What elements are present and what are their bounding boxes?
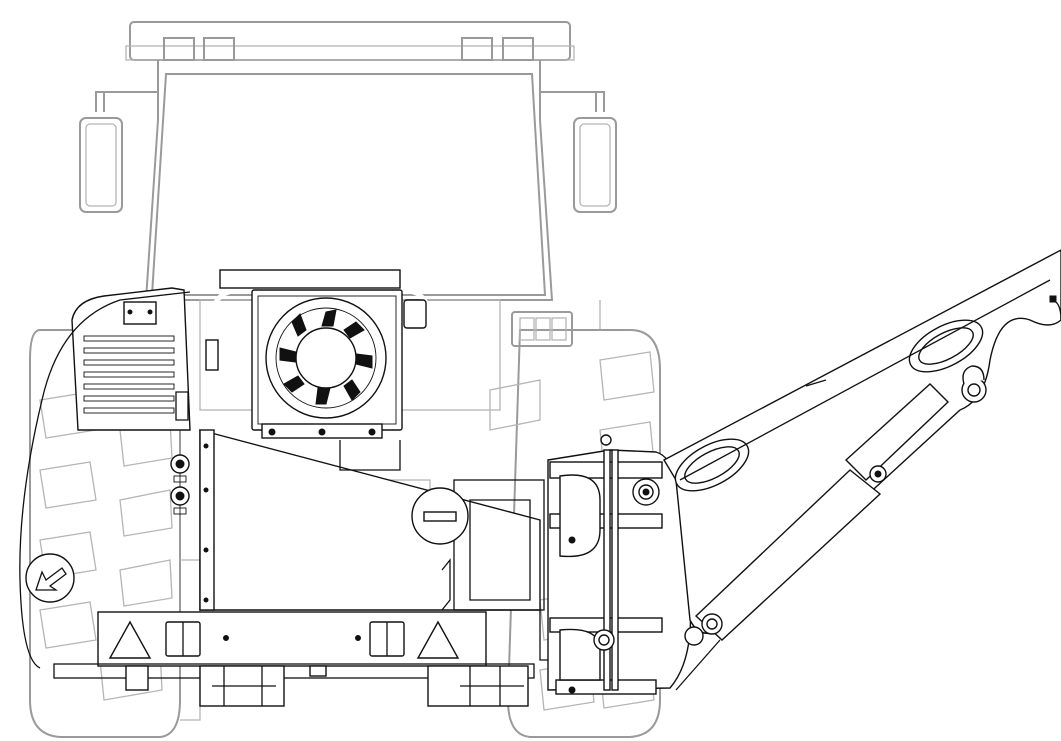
arrow-sticker — [25, 553, 75, 603]
warning-triangle-left — [108, 620, 152, 659]
outer-guard-curve — [19, 291, 191, 669]
swing-bracket — [547, 434, 692, 695]
lower-hardware — [125, 665, 529, 707]
linkage-lines — [539, 610, 721, 691]
mirror-left — [79, 91, 158, 213]
left-side-panel — [71, 287, 191, 431]
rear-bumper — [53, 611, 535, 679]
mirror-right — [540, 91, 617, 213]
main-frame — [170, 429, 545, 611]
hydraulic-cylinder — [684, 383, 950, 646]
boom-arm — [663, 249, 1061, 634]
oil-cooler-fan — [219, 269, 403, 439]
warning-triangle-right — [416, 620, 460, 659]
